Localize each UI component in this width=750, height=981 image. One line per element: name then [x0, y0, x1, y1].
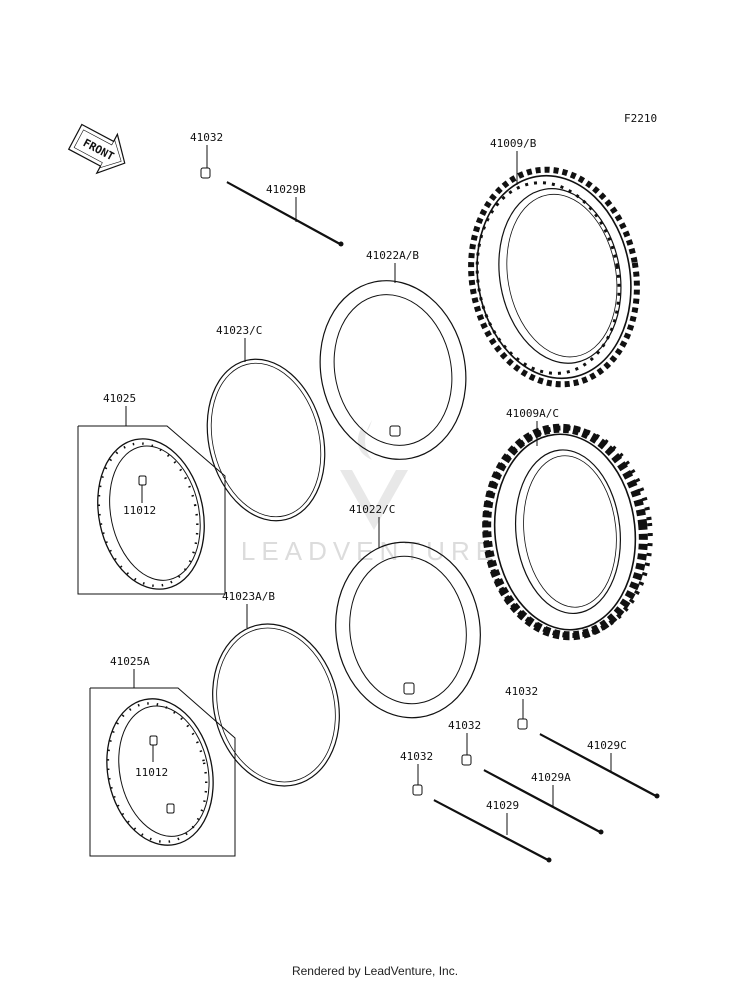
spoke-nipple-r3: 41032 — [400, 750, 433, 796]
figure-code: F2210 — [624, 112, 657, 125]
label-41022ab: 41022A/B — [366, 249, 419, 262]
spoke-r2: 41029A — [483, 768, 604, 835]
valve-nut-icon-rear — [149, 735, 158, 746]
tire-rear: 41009A/C — [482, 407, 653, 641]
valve-stem-icon — [389, 425, 401, 437]
nipple-icon — [200, 167, 211, 179]
spoke-r3: 41029 — [433, 798, 552, 863]
rim-front: 41025 11012 — [77, 392, 226, 595]
spoke-nipple-r2: 41032 — [448, 719, 481, 766]
label-41023c: 41023/C — [216, 324, 262, 337]
label-41023ab: 41023A/B — [222, 590, 275, 603]
watermark-v-icon — [340, 470, 408, 530]
leadventure-watermark: LEADVENTURE — [241, 420, 499, 566]
label-41032-r1: 41032 — [505, 685, 538, 698]
label-11012-rear: 11012 — [135, 766, 168, 779]
label-41032-top: 41032 — [190, 131, 223, 144]
label-41032-r2: 41032 — [448, 719, 481, 732]
tube-rear: 41022/C — [335, 503, 481, 719]
tube-front: 41022A/B — [319, 249, 467, 460]
valve-nut-icon — [138, 475, 147, 486]
watermark-flame-icon — [357, 420, 372, 460]
rim-band-rear: 41023A/B — [212, 590, 340, 787]
footer-credit: Rendered by LeadVenture, Inc. — [292, 964, 458, 978]
front-direction-arrow: FRONT — [67, 123, 126, 175]
label-41029: 41029 — [486, 799, 519, 812]
label-41009ac: 41009A/C — [506, 407, 559, 420]
label-11012-front: 11012 — [123, 504, 156, 517]
label-41032-r3: 41032 — [400, 750, 433, 763]
label-41029c: 41029C — [587, 739, 627, 752]
label-41029a: 41029A — [531, 771, 571, 784]
label-41025a: 41025A — [110, 655, 150, 668]
label-41022c: 41022/C — [349, 503, 395, 516]
spoke-nipple-top: 41032 — [190, 131, 223, 179]
rim-band-front: 41023/C — [206, 324, 326, 522]
label-41009b: 41009/B — [490, 137, 537, 150]
spoke-r1: 41029C — [539, 732, 660, 799]
spoke-nipple-r1: 41032 — [505, 685, 538, 730]
tire-front: 41009/B — [468, 137, 640, 388]
spoke-top: 41029B — [226, 180, 344, 247]
rim-rear: 41025A 11012 — [89, 655, 236, 857]
valve-stem-icon-rear — [403, 682, 415, 695]
label-41029b: 41029B — [266, 183, 306, 196]
label-41025: 41025 — [103, 392, 136, 405]
watermark-text: LEADVENTURE — [241, 536, 499, 566]
